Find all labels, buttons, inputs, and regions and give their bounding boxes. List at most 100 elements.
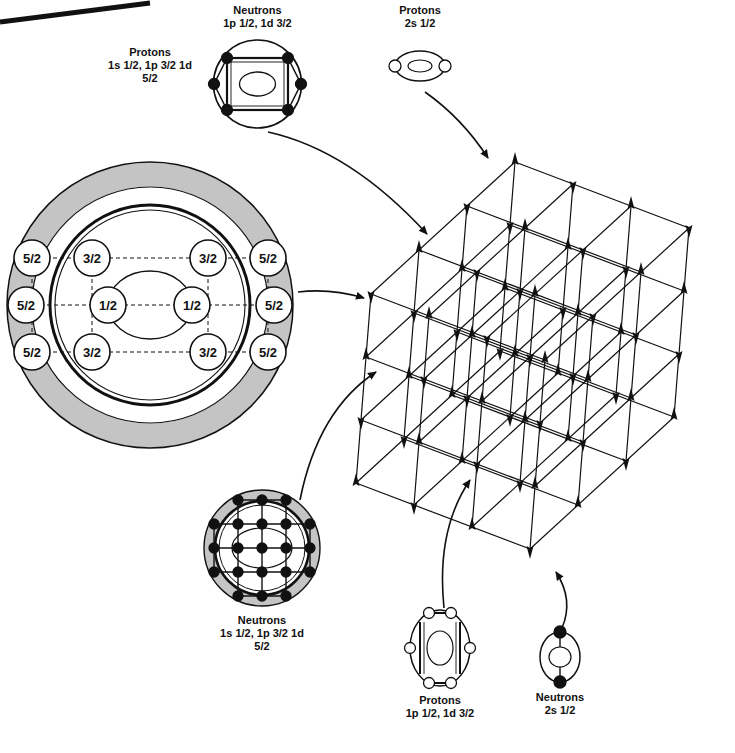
lattice-line	[371, 294, 545, 360]
orbital-node: 1/2	[173, 286, 211, 324]
shell-outline	[395, 51, 445, 81]
shell-shape	[390, 606, 490, 690]
orbital-node: 5/2	[13, 239, 51, 277]
nucleon-spike	[623, 266, 630, 279]
nucleon-spike	[497, 348, 504, 361]
spin-label: 1/2	[99, 298, 117, 313]
shell-outline	[7, 162, 293, 448]
shell-cluster: Protons2s 1/2	[385, 2, 455, 97]
orbital-circle	[256, 287, 292, 323]
lattice-line	[558, 184, 573, 373]
shell-line	[459, 622, 461, 674]
lattice-line	[510, 228, 525, 417]
nucleon-kind: Neutrons	[526, 691, 594, 704]
page-edge	[0, 3, 150, 22]
lattice-line	[530, 360, 545, 549]
nucleon-dot	[209, 519, 219, 529]
nucleon-dot	[222, 53, 233, 64]
nucleon-spike	[555, 363, 562, 376]
nucleon-spike	[406, 366, 413, 379]
orbital-list: 2s 1/2	[526, 704, 594, 717]
orbital-node: 5/2	[249, 333, 287, 371]
shell-shape	[192, 486, 332, 610]
nucleon-dot	[554, 676, 566, 688]
nucleon-spike	[522, 218, 529, 231]
lattice-line	[409, 376, 583, 442]
nucleon-spike	[416, 240, 423, 253]
shell-line	[456, 622, 457, 674]
lattice-line	[515, 162, 689, 228]
nucleon-dot	[439, 60, 451, 72]
nucleon-spike	[623, 458, 630, 471]
shell-cluster: Protons1p 1/2, 1d 3/2	[390, 606, 490, 746]
nucleon-dot	[296, 79, 307, 90]
shell-cluster: Protons1s 1/2, 1p 3/2 1d 5/2 5/2 3/2 3/2 5/2…	[4, 44, 296, 450]
nucleon-kind: Protons	[391, 694, 489, 707]
nucleon-spike	[565, 429, 572, 442]
shell-heading: Protons1s 1/2, 1p 3/2 1d 5/2	[4, 46, 296, 85]
nucleon-spike	[542, 350, 549, 363]
nucleon-spike	[502, 278, 509, 291]
leader-arrow	[556, 572, 567, 628]
lattice-line	[361, 288, 505, 420]
shell-heading: Neutrons1p 1/2, 1d 3/2	[205, 4, 310, 30]
nucleon-dot	[424, 678, 435, 689]
lattice-line	[366, 357, 540, 423]
lattice-line	[540, 291, 684, 423]
shell-shape	[205, 36, 310, 132]
nucleon-dot	[257, 519, 267, 529]
orbital-circle	[90, 287, 126, 323]
nucleon-dot	[209, 567, 219, 577]
shell-line	[231, 62, 284, 106]
orbital-node: 3/2	[189, 333, 227, 371]
nucleon-dot	[257, 591, 267, 601]
nucleon-spike	[527, 546, 534, 559]
nucleon-spike	[469, 517, 476, 530]
nucleon-spike	[628, 388, 635, 401]
orbital-circle	[250, 240, 286, 276]
leader-arrow	[298, 291, 364, 298]
spin-label: 5/2	[17, 298, 35, 313]
orbital-node: 3/2	[73, 239, 111, 277]
lattice-line	[356, 294, 371, 483]
nucleon-dot	[281, 567, 291, 577]
nucleon-spike	[517, 480, 524, 493]
nucleon-spike	[590, 313, 597, 326]
nucleon-dot	[446, 608, 457, 619]
orbital-circle	[8, 287, 44, 323]
nucleon-spike	[671, 407, 678, 420]
nucleon-spike	[469, 325, 476, 338]
orbital-circle	[250, 334, 286, 370]
nucleon-spike	[638, 262, 645, 275]
lattice-line	[487, 206, 631, 338]
spin-label: 5/2	[265, 298, 283, 313]
nucleon-dot	[281, 591, 291, 601]
nucleon-dot	[257, 567, 267, 577]
spin-label: 5/2	[259, 251, 277, 266]
nucleon-spike	[633, 332, 640, 345]
shell-line	[227, 58, 288, 110]
nucleon-spike	[580, 247, 587, 260]
nucleon-spike	[527, 354, 534, 367]
shell-shape	[385, 38, 455, 94]
spin-label: 1/2	[183, 298, 201, 313]
lattice-line	[535, 354, 679, 486]
nucleon-spike	[522, 410, 529, 423]
lattice-line	[616, 206, 631, 395]
shell-heading: Neutrons1s 1/2, 1p 3/2 1d 5/2	[192, 614, 332, 653]
nucleon-dot	[209, 79, 220, 90]
nucleon-spike	[570, 373, 577, 386]
nucleon-spike	[512, 344, 519, 357]
shell-line	[50, 205, 250, 405]
lattice-line	[545, 228, 689, 360]
lattice-line	[462, 269, 636, 335]
shell-cluster: Neutrons2s 1/2	[525, 627, 595, 727]
shell-line	[419, 622, 421, 674]
nucleon-dot	[209, 543, 219, 553]
nucleon-spike	[464, 395, 471, 408]
nucleon-dot	[281, 519, 291, 529]
orbital-circle	[14, 240, 50, 276]
lattice-line	[356, 483, 530, 549]
nucleon-dot	[257, 543, 267, 553]
